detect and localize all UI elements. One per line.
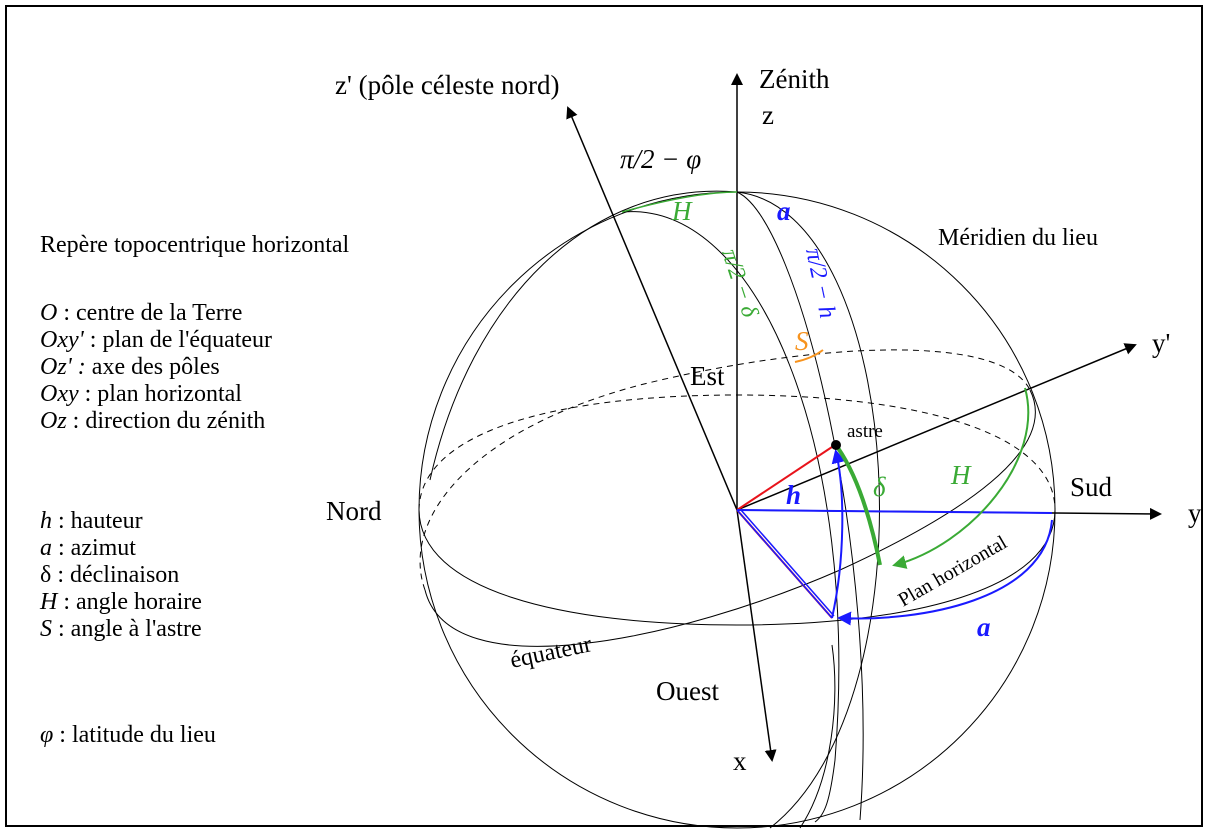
hour-angle-arc [892,387,1030,569]
legend-description: : plan horizontal [79,381,243,407]
label-x: x [733,746,747,776]
label-ouest: Ouest [656,676,719,706]
legend: Repère topocentrique horizontal O : cent… [39,232,350,748]
label-y: y [1188,498,1202,528]
label-delta: δ [873,472,886,502]
label-H-top: H [671,196,693,226]
legend-description: : déclinaison [51,562,179,588]
label-pi-phi: π/2 − φ [620,144,701,174]
legend-description: : plan de l'équateur [84,327,272,353]
legend-item: Oz' : axe des pôles [40,354,220,380]
legend-description: : azimut [52,535,136,561]
legend-symbol: Oz [40,408,67,434]
label-meridien: Méridien du lieu [938,225,1098,251]
legend-item: Oxy : plan horizontal [40,381,242,407]
lower-arc [799,644,836,829]
label-a-top: a [777,196,791,226]
projection-blue-overlay [740,509,835,617]
declination-arc [836,446,882,566]
legend-item: a : azimut [40,535,136,561]
legend-symbol: δ [40,562,51,588]
label-nord: Nord [326,496,382,526]
top-arc-green [621,191,738,213]
figure-border [5,5,1203,827]
x-axis [736,509,777,762]
label-z: z [762,100,774,130]
label-a-bottom: a [977,612,991,642]
south-radius-blue [736,509,1053,514]
label-yprime: y' [1152,328,1170,358]
legend-description: axe des pôles [86,354,220,380]
label-est: Est [690,361,725,391]
meridian-ellipse [736,191,880,829]
legend-item: Oz : direction du zénith [40,408,265,434]
label-zenith: Zénith [759,64,830,94]
legend-item: δ : déclinaison [40,562,179,588]
azimuth-arc-a [837,519,1053,626]
legend-symbol: a [40,535,52,561]
label-zprime: z' (pôle céleste nord) [335,70,560,100]
legend-description: : latitude du lieu [53,722,216,748]
legend-symbol: H [39,589,59,615]
star-point [831,440,841,450]
legend-symbol: Oxy [40,381,79,407]
legend-item: H : angle horaire [39,589,202,615]
legend-description: : direction du zénith [67,408,266,434]
star-radius-red [736,444,836,511]
hour-circle [621,211,840,823]
zprime-axis [566,106,738,511]
foot-to-south-blue [736,509,833,619]
label-sud: Sud [1070,472,1113,502]
legend-item: S : angle à l'astre [40,616,202,642]
legend-symbol: O [40,300,57,326]
equator-ellipse-back [419,349,1031,591]
meridian-ellipse-left [429,190,738,481]
legend-title: Repère topocentrique horizontal [40,232,350,258]
legend-description: : angle horaire [57,589,202,615]
legend-symbol: Oxy' [40,327,85,353]
legend-item: O : centre de la Terre [40,300,242,326]
equator-ellipse-front [424,389,1036,647]
legend-description: : angle à l'astre [52,616,202,642]
legend-symbol: Oz' : [40,354,86,380]
yprime-axis [736,343,1137,511]
legend-symbol: S [40,616,52,642]
S-arc-orange [794,349,824,363]
legend-symbol: φ [40,722,53,748]
legend-description: : centre de la Terre [57,300,242,326]
legend-item: φ : latitude du lieu [40,722,216,748]
legend-item: h : hauteur [40,508,143,534]
label-H-right: H [950,460,972,490]
label-astre: astre [847,421,883,442]
legend-item: Oxy' : plan de l'équateur [40,327,272,353]
vertical-circle [736,191,864,821]
horizon-ellipse-front [418,509,1056,626]
altitude-arc-h [831,449,846,619]
legend-symbol: h [40,508,52,534]
label-S: S [795,326,809,356]
label-h: h [786,480,801,510]
legend-description: : hauteur [52,508,143,534]
